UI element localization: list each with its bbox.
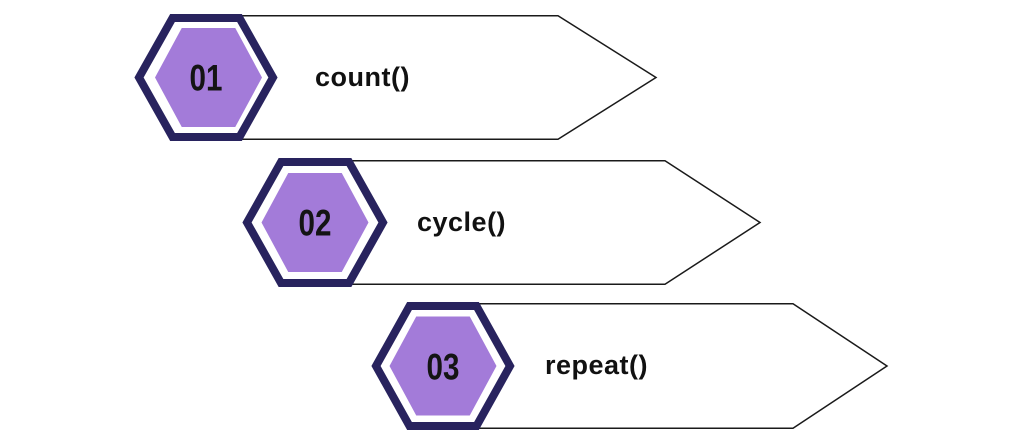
step-number-2: 02 — [298, 202, 332, 244]
step-label-count: count() — [315, 61, 410, 92]
step-label-repeat: repeat() — [545, 349, 649, 380]
step-group-3 — [371, 302, 889, 430]
step-group-1 — [134, 14, 658, 141]
step-number-3: 03 — [426, 346, 460, 387]
step-number-1: 01 — [189, 57, 223, 99]
step-label-cycle: cycle() — [417, 206, 507, 237]
hexagon-fill-2 — [261, 173, 369, 272]
hexagon-fill-1 — [155, 28, 262, 127]
hexagon-fill-3 — [389, 316, 497, 416]
step-group-2 — [242, 158, 762, 287]
